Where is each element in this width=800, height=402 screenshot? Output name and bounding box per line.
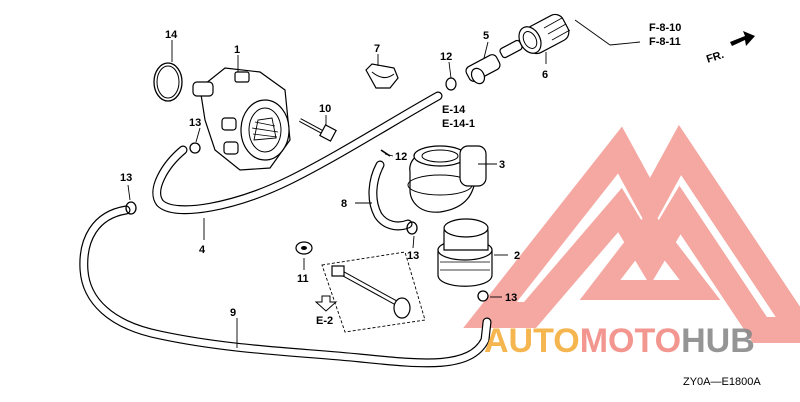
- valve-body-1: [192, 67, 291, 171]
- callout-3: 3: [499, 159, 505, 171]
- callout-2: 2: [514, 250, 520, 262]
- callout-13-c: 13: [407, 250, 419, 262]
- leader-lines: [127, 19, 641, 348]
- callout-5: 5: [483, 30, 489, 42]
- callout-9: 9: [230, 307, 236, 319]
- ref-e-14: E-14: [442, 104, 466, 116]
- filter-2: [437, 218, 493, 287]
- o-ring-14: [153, 62, 183, 102]
- callout-13-d: 13: [505, 292, 517, 304]
- callout-4: 4: [199, 244, 206, 256]
- callout-11: 11: [297, 273, 309, 285]
- front-arrow-icon: [730, 31, 755, 46]
- callout-12-lower: 12: [395, 151, 407, 163]
- hose-clamp-13-b: [125, 201, 137, 215]
- ref-f-8-11: F-8-11: [649, 36, 681, 48]
- hose-9: [79, 205, 492, 368]
- callout-13-b: 13: [120, 172, 132, 184]
- clamp-7: [365, 63, 399, 89]
- watermark-brand: AUTOMOTOHUB: [484, 322, 755, 360]
- callout-8: 8: [341, 198, 347, 210]
- hose-8: [368, 160, 413, 231]
- cover-3: [407, 145, 487, 213]
- hose-4: [152, 91, 443, 215]
- watermark-logo: [463, 124, 800, 343]
- joint-5: [465, 39, 523, 85]
- washer-11: [295, 241, 313, 255]
- clip-12-upper: [445, 77, 457, 91]
- callout-14: 14: [165, 29, 178, 41]
- ref-e-2: E-2: [316, 315, 333, 327]
- hose-clamp-13-c: [406, 221, 418, 235]
- ref-f-8-10: F-8-10: [649, 22, 681, 34]
- bolt-10: [299, 118, 337, 142]
- callout-13-a: 13: [189, 117, 201, 129]
- callout-1: 1: [234, 44, 240, 56]
- connector-6: [518, 13, 571, 55]
- callout-6: 6: [542, 69, 548, 81]
- callout-10: 10: [319, 103, 331, 115]
- callout-12-upper: 12: [440, 51, 452, 63]
- front-label: FR.: [705, 49, 726, 66]
- hose-clamp-13-d: [477, 290, 489, 302]
- e2-arrow-icon: [314, 295, 338, 312]
- watermark-brand-part1: AUTOMOTOHUB: [484, 322, 755, 360]
- callout-7: 7: [374, 43, 380, 55]
- diagram-code: ZY0A—E1800A: [683, 376, 761, 388]
- hose-clamp-13-a: [189, 142, 201, 154]
- bolt-group-box: [321, 251, 426, 333]
- ref-e-14-1: E-14-1: [442, 118, 475, 130]
